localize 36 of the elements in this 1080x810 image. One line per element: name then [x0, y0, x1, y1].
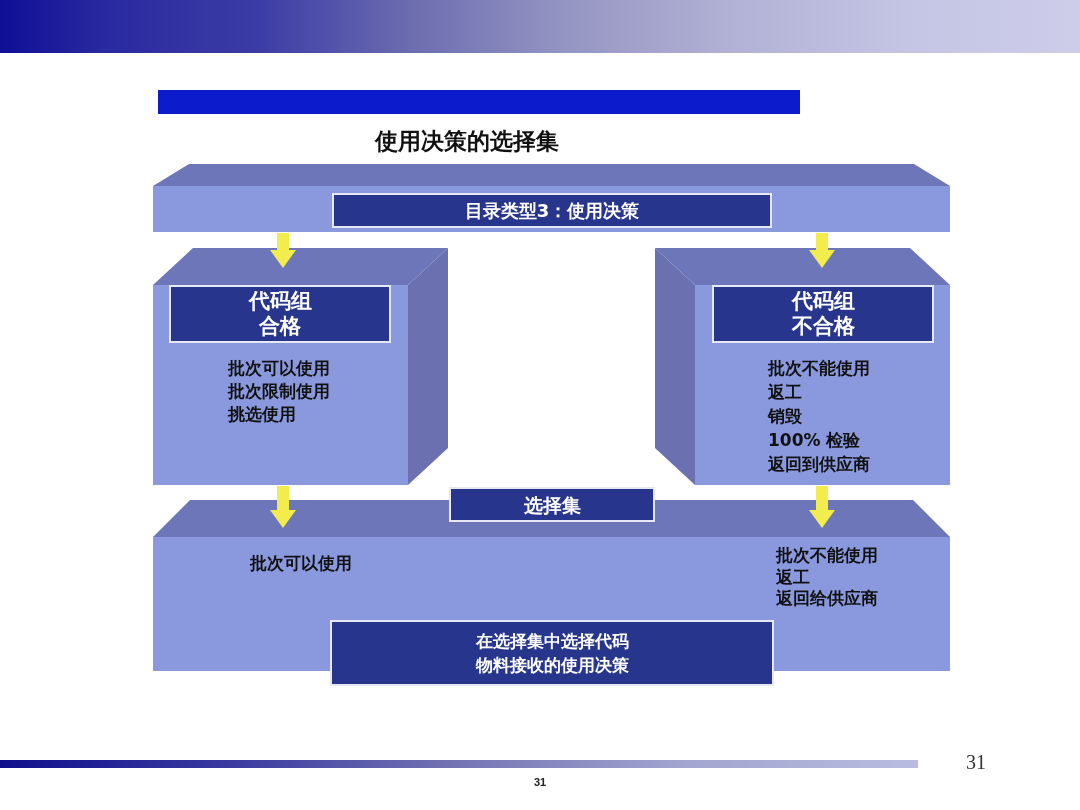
heading-text: 不合格	[791, 314, 855, 339]
arrow	[809, 233, 835, 268]
header-box	[712, 285, 934, 343]
heading-text: 物料接收的使用决策	[475, 654, 629, 677]
platform-slab	[153, 164, 950, 232]
list-item: 返回给供应商	[776, 587, 878, 609]
header-box	[332, 193, 772, 228]
arrow	[270, 486, 296, 528]
list-item: 销毁	[768, 405, 802, 427]
list-item: 批次不能使用	[768, 357, 870, 379]
list-item: 返工	[768, 381, 802, 403]
heading-text: 代码组	[248, 289, 312, 314]
heading-text: 在选择集中选择代码	[475, 630, 629, 653]
list-item: 批次不能使用	[776, 544, 878, 566]
slide-title: 使用决策的选择集	[375, 128, 559, 154]
list-item: 批次可以使用	[250, 552, 352, 574]
cube-box	[655, 248, 950, 485]
heading-text: 目录类型3：使用决策	[464, 198, 640, 223]
heading-text: 选择集	[523, 492, 581, 517]
list-item: 挑选使用	[228, 403, 296, 425]
header-box	[449, 487, 655, 522]
cube-box	[153, 248, 448, 485]
page-number: 31	[534, 776, 547, 790]
heading-text: 合格	[259, 314, 301, 339]
arrow	[270, 233, 296, 268]
list-item: 100% 检验	[768, 429, 861, 451]
heading-text: 代码组	[791, 289, 855, 314]
list-item: 批次限制使用	[228, 380, 330, 402]
arrow	[809, 486, 835, 528]
title-bar	[158, 90, 800, 114]
list-item: 批次可以使用	[228, 357, 330, 379]
header-box	[169, 285, 391, 343]
result-box	[330, 620, 774, 686]
list-item: 返回到供应商	[768, 453, 870, 475]
page-number: 31	[966, 750, 986, 774]
list-item: 返工	[776, 565, 810, 588]
